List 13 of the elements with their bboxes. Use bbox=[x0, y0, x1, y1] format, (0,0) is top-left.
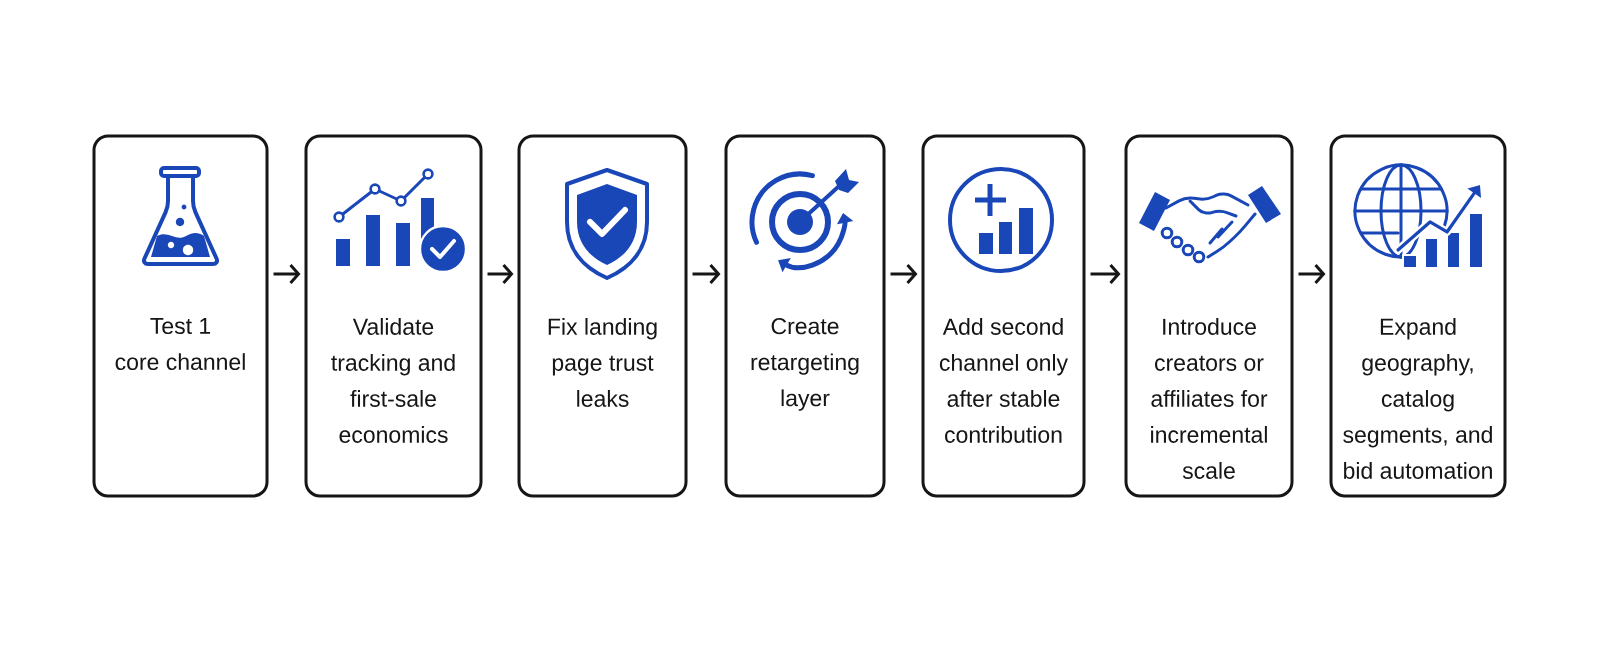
arrow bbox=[692, 264, 721, 284]
arrow bbox=[1298, 264, 1326, 284]
step-box: Create retargeting layer bbox=[724, 134, 886, 498]
arrow bbox=[487, 264, 514, 284]
arrow bbox=[273, 264, 301, 284]
step-box: Validate tracking and first-sale economics bbox=[304, 134, 483, 498]
step-box: Introduce creators or affiliates for incremental scale bbox=[1124, 134, 1294, 498]
arrow bbox=[1090, 264, 1121, 284]
step-box: Expand geography, catalog segments, and bid automation bbox=[1329, 134, 1507, 498]
step-box: Test 1 core channel bbox=[92, 134, 269, 498]
step-box: Fix landing page trust leaks bbox=[517, 134, 688, 498]
arrow bbox=[890, 264, 918, 284]
step-box: Add second channel only after stable contribution bbox=[921, 134, 1086, 498]
